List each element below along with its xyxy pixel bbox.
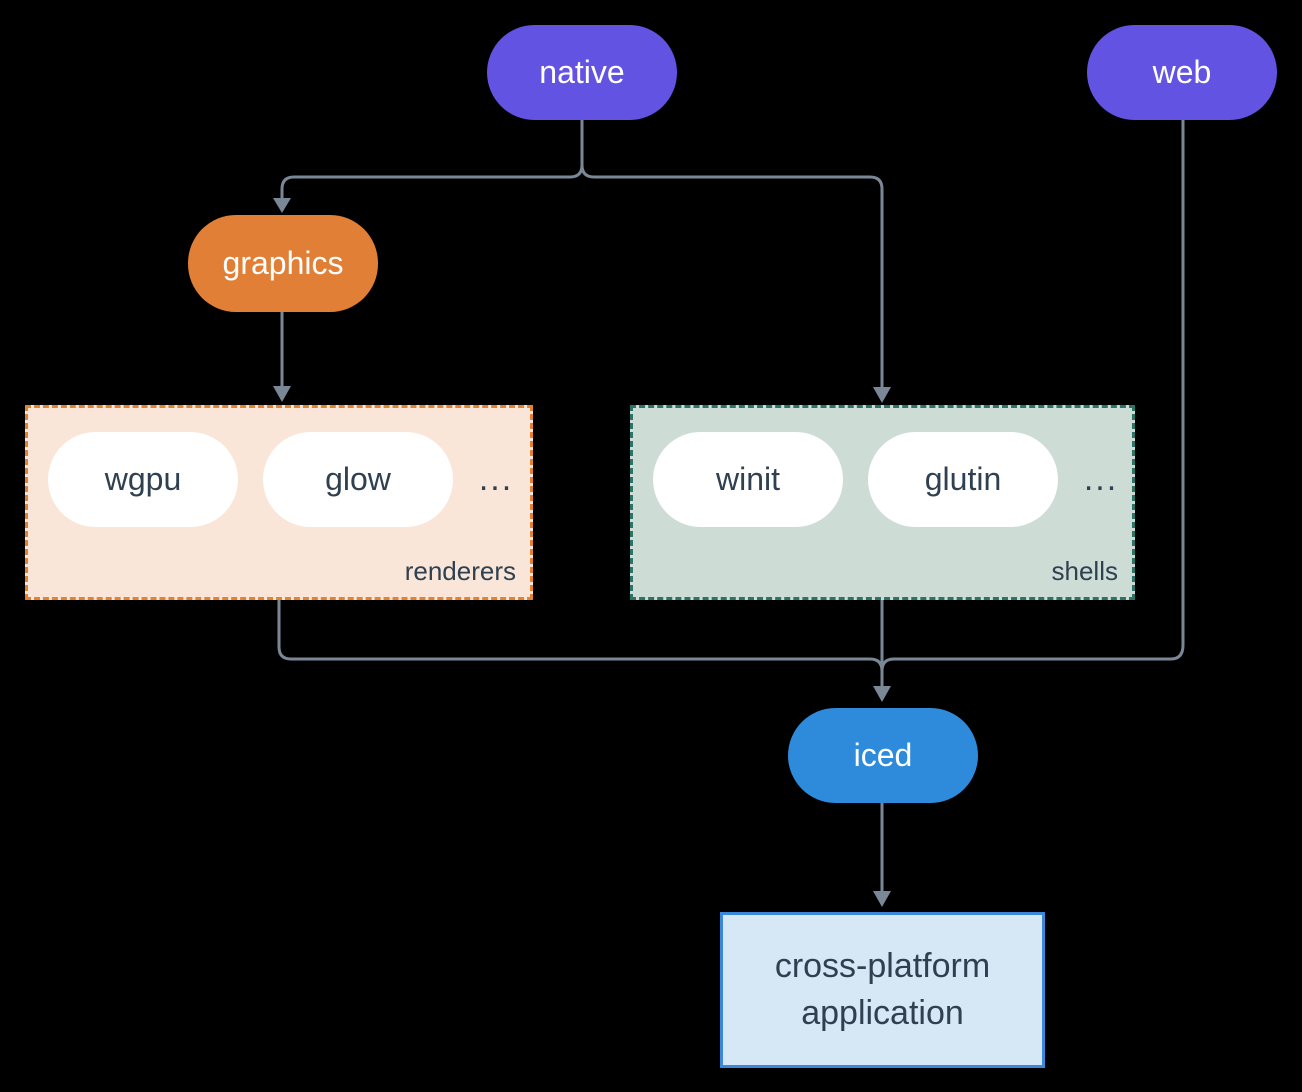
edge-iced-app [873,803,891,907]
node-wgpu: wgpu [48,432,238,527]
edge-native-graphics [273,120,584,213]
edge-shells-iced [873,600,891,702]
group-label-renderers: renderers [404,556,516,586]
ellipsis-renderers: ... [478,460,514,498]
node-web: web [1087,25,1277,120]
arrowhead-iced [873,686,891,702]
arrowhead-graphics [273,198,291,213]
node-glutin: glutin [868,432,1058,527]
group-label-shells: shells [1051,556,1118,586]
node-winit: winit [653,432,843,527]
edge-graphics-renderers [273,312,291,402]
edge-native-shells [580,120,891,403]
node-native: native [487,25,677,120]
arrowhead-shells [873,387,891,403]
node-graphics: graphics [188,215,378,312]
arrowhead-app [873,891,891,907]
edge-renderers-merge [277,600,884,672]
group-shells: winit glutin ... shells [630,405,1135,600]
ellipsis-shells: ... [1083,460,1119,498]
arrowhead-renderers [273,386,291,402]
node-glow: glow [263,432,453,527]
group-renderers: wgpu glow ... renderers [25,405,533,600]
node-iced: iced [788,708,978,803]
node-cross-platform-application: cross-platform application [720,912,1045,1068]
